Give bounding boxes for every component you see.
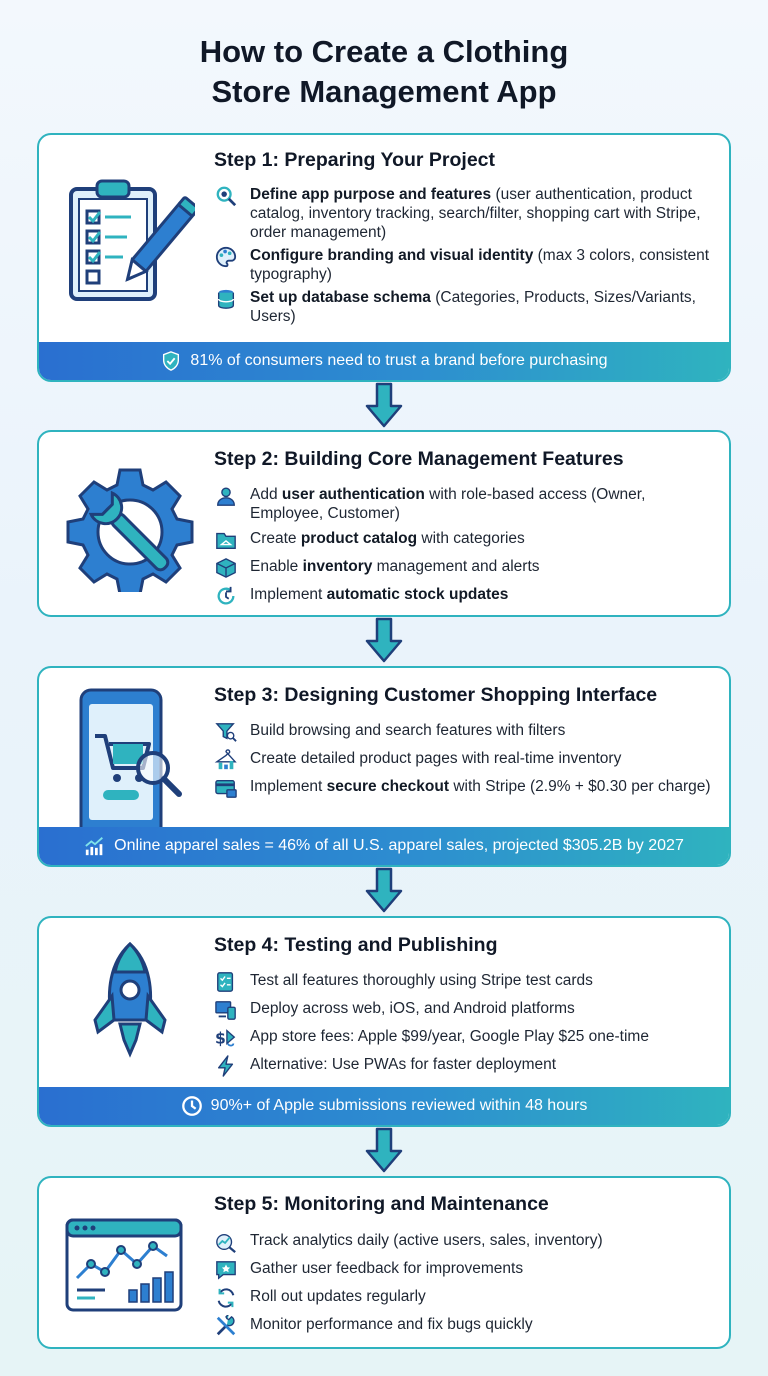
app-store-icon: $ (215, 1029, 236, 1048)
step-5-list: Track analytics daily (active users, sal… (214, 1231, 711, 1336)
tools-icon (216, 1315, 236, 1336)
stat-banner: 81% of consumers need to trust a brand b… (39, 342, 729, 380)
step-1-card: Step 1: Preparing Your Project Define ap… (37, 133, 731, 382)
step-3-title: Step 3: Designing Customer Shopping Inte… (214, 684, 658, 706)
list-item: Deploy across web, iOS, and Android plat… (214, 999, 711, 1020)
step-1-title: Step 1: Preparing Your Project (214, 149, 496, 171)
list-item: Create detailed product pages with real-… (214, 749, 711, 770)
arrow-down-icon (365, 382, 403, 428)
list-item: Implement secure checkout with Stripe (2… (214, 777, 711, 798)
arrow-down-icon (365, 867, 403, 913)
arrow-down-icon (365, 1127, 403, 1173)
step-3-list: Build browsing and search features with … (214, 721, 711, 798)
rocket-icon (93, 941, 167, 1058)
step-5-card: Step 5: Monitoring and Maintenance Track… (37, 1176, 731, 1349)
list-item: $ App store fees: Apple $99/year, Google… (215, 1028, 649, 1048)
trend-chart-icon (85, 837, 104, 856)
step-4-card: Step 4: Testing and Publishing Test all … (37, 916, 731, 1127)
list-item: Implement automatic stock updates (214, 585, 711, 605)
analytics-icon (216, 1233, 236, 1253)
list-item: Create product catalog with categories (214, 529, 711, 549)
folder-hanger-icon (216, 532, 236, 549)
step-2-title: Step 2: Building Core Management Feature… (214, 448, 624, 470)
list-item: Test all features thoroughly using Strip… (214, 971, 711, 992)
title-line-1: How to Create a Clothing (199, 34, 569, 69)
feedback-star-icon (216, 1261, 236, 1280)
lightning-icon (217, 1055, 234, 1077)
arrow-down-icon (365, 617, 403, 663)
step-4-title: Step 4: Testing and Publishing (214, 934, 498, 956)
list-item: Add user authentication with role-based … (214, 485, 711, 523)
palette-icon (215, 246, 237, 268)
dashboard-chart-icon (65, 1218, 183, 1312)
database-icon (217, 289, 235, 309)
step-2-list: Add user authentication with role-based … (214, 485, 711, 605)
refresh-clock-icon (217, 586, 235, 605)
checklist-icon (217, 972, 234, 992)
filter-search-icon (215, 723, 237, 742)
list-item: Gather user feedback for improvements (214, 1259, 711, 1280)
stat-banner-text: Online apparel sales = 46% of all U.S. a… (114, 837, 684, 854)
shield-check-icon (163, 351, 180, 371)
user-icon (217, 487, 235, 506)
stat-banner: Online apparel sales = 46% of all U.S. a… (39, 827, 729, 865)
stat-banner-text: 81% of consumers need to trust a brand b… (190, 352, 608, 369)
search-gear-icon (216, 186, 237, 207)
hanger-chart-icon (214, 749, 237, 770)
list-item: Enable inventory management and alerts (214, 557, 711, 578)
clipboard-pencil-icon (69, 179, 195, 301)
svg-text:$: $ (215, 1030, 226, 1048)
credit-card-lock-icon (215, 779, 237, 798)
phone-cart-icon (79, 688, 182, 842)
list-item: Set up database schema (Categories, Prod… (214, 288, 711, 326)
list-item: Track analytics daily (active users, sal… (214, 1231, 711, 1253)
list-item: Alternative: Use PWAs for faster deploym… (214, 1055, 711, 1077)
step-5-title: Step 5: Monitoring and Maintenance (214, 1193, 549, 1215)
clock-icon (181, 1096, 202, 1116)
page-title: How to Create a Clothing Store Managemen… (0, 32, 768, 112)
title-line-2: Store Management App (211, 74, 557, 109)
devices-icon (215, 1001, 236, 1020)
list-item: Roll out updates regularly (214, 1287, 711, 1308)
list-item: Build browsing and search features with … (214, 721, 711, 742)
gear-wrench-icon (66, 468, 194, 592)
box-icon (216, 558, 236, 578)
step-4-list: Test all features thoroughly using Strip… (214, 971, 711, 1077)
step-3-card: Step 3: Designing Customer Shopping Inte… (37, 666, 731, 867)
list-item: Define app purpose and features (user au… (214, 185, 711, 242)
list-item: Configure branding and visual identity (… (214, 246, 711, 284)
list-item: Monitor performance and fix bugs quickly (214, 1315, 711, 1336)
step-1-list: Define app purpose and features (user au… (214, 185, 711, 326)
stat-banner: 90%+ of Apple submissions reviewed withi… (39, 1087, 729, 1125)
stat-banner-text: 90%+ of Apple submissions reviewed withi… (210, 1097, 588, 1114)
step-2-card: Step 2: Building Core Management Feature… (37, 430, 731, 617)
refresh-icon (217, 1288, 235, 1308)
